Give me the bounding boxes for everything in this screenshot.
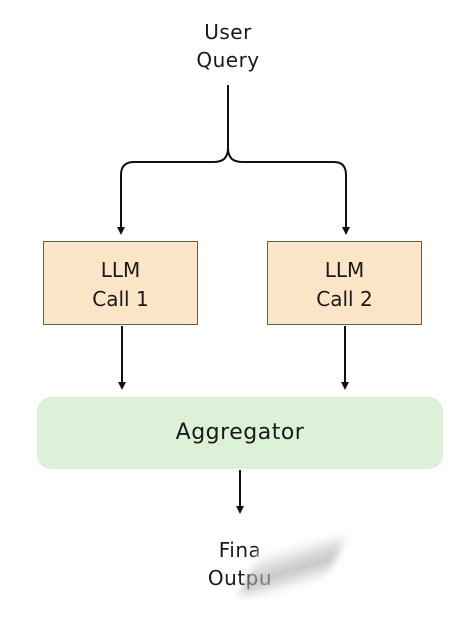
split-bracket — [117, 85, 229, 235]
final-output-line1: Fina — [218, 538, 262, 562]
aggregator-label: Aggregator — [175, 420, 305, 445]
user-query-label: User Query — [178, 18, 278, 74]
user-query-line1: User — [204, 20, 252, 44]
aggregator-box: Aggregator — [37, 397, 443, 469]
llm-call-2-box: LLM Call 2 — [267, 241, 422, 325]
llm-call-1-box: LLM Call 1 — [43, 241, 198, 325]
split-bracket-right — [227, 147, 350, 235]
llm-call-2-line1: LLM — [324, 258, 365, 282]
llm-call-1-line1: LLM — [100, 258, 141, 282]
llm-call-1-line2: Call 1 — [92, 287, 149, 311]
user-query-line2: Query — [196, 48, 260, 72]
llm-call-2-line2: Call 2 — [316, 287, 373, 311]
